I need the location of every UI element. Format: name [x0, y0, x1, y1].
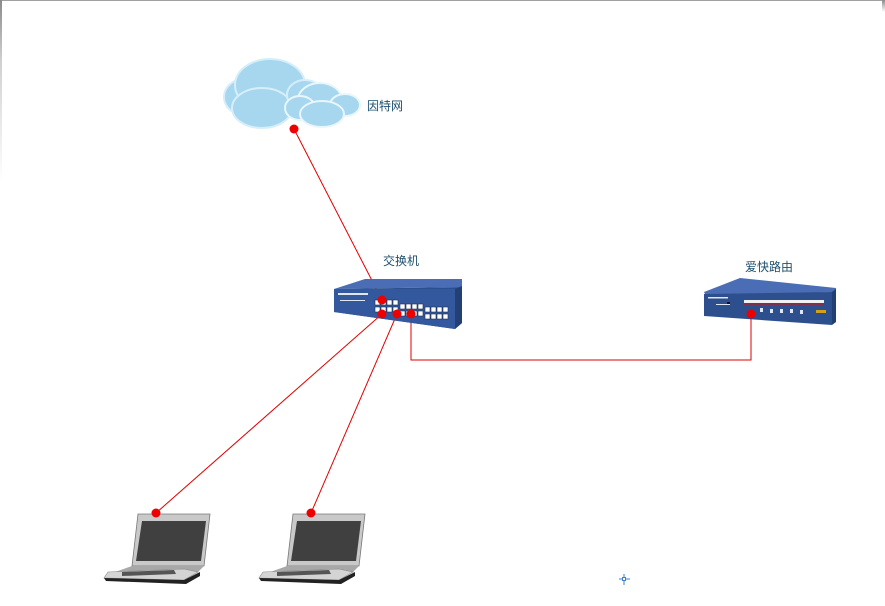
edge-switch-laptop2[interactable]	[310, 313, 398, 514]
edge-switch-laptop1[interactable]	[155, 313, 383, 514]
connection-point[interactable]	[377, 295, 387, 305]
cloud-icon[interactable]	[223, 58, 361, 129]
switch-label[interactable]: 交换机	[383, 254, 420, 268]
laptop-icon[interactable]	[258, 513, 366, 584]
connection-point[interactable]	[306, 508, 316, 518]
connection-point[interactable]	[289, 124, 299, 134]
connection-points	[151, 124, 756, 518]
laptop-icon[interactable]	[103, 513, 211, 584]
connection-point[interactable]	[406, 309, 416, 319]
edge-internet-switch[interactable]	[293, 128, 383, 301]
connection-point[interactable]	[151, 508, 161, 518]
connection-point[interactable]	[377, 309, 387, 319]
router-label[interactable]: 爱快路由	[745, 260, 794, 274]
edge-switch-router[interactable]	[410, 314, 752, 361]
connectors	[155, 128, 752, 514]
connection-point[interactable]	[746, 309, 756, 319]
canvas-border-top	[0, 0, 885, 1]
router-icon[interactable]	[704, 278, 836, 325]
switch-icon[interactable]	[334, 279, 462, 329]
connection-point[interactable]	[392, 309, 402, 319]
canvas-border-left	[0, 0, 2, 606]
internet-label[interactable]: 因特网	[367, 99, 404, 113]
canvas-border-right	[882, 0, 885, 12]
crosshair-cursor-icon	[619, 574, 630, 585]
